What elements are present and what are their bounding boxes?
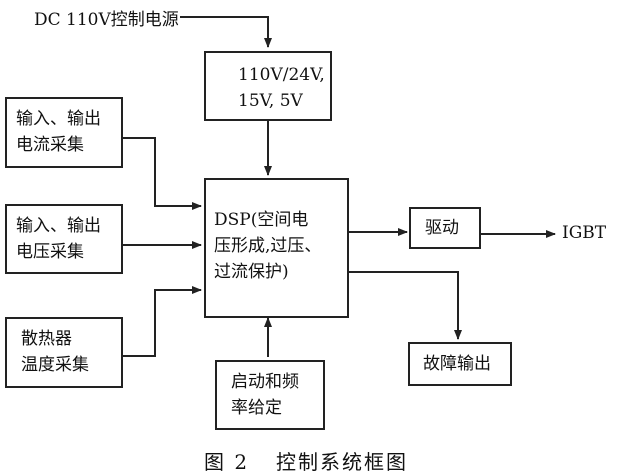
current-sampling-line-2: 电流采集 <box>16 135 84 155</box>
power-supply-line-2: 15V, 5V <box>238 91 303 111</box>
start-frequency-line-1: 启动和频 <box>231 372 299 392</box>
voltage-sampling-box: 输入、输出 电压采集 <box>5 204 123 274</box>
current-sampling-line-1: 输入、输出 <box>16 109 101 129</box>
dsp-to-fault-line <box>348 271 462 340</box>
heatsink-to-dsp-line <box>122 286 202 357</box>
voltage-sampling-line-1: 输入、输出 <box>16 216 101 236</box>
power-supply-line-1: 110V/24V, <box>238 65 325 85</box>
power-supply-box: 110V/24V, 15V, 5V <box>204 51 332 121</box>
fault-output-box: 故障输出 <box>408 342 512 386</box>
source-to-power-line <box>180 16 272 48</box>
heatsink-line-1: 散热器 <box>21 329 72 349</box>
dc-source-label: DC 110V控制电源 <box>34 10 179 30</box>
dsp-box: DSP(空间电 压形成,过压、 过流保护) <box>204 178 349 318</box>
figure-caption: 控制系统框图 <box>276 450 408 474</box>
dsp-line-1: DSP(空间电 <box>214 210 309 230</box>
start-frequency-box: 启动和频 率给定 <box>215 360 325 430</box>
drive-box: 驱动 <box>409 207 481 249</box>
dsp-line-2: 压形成,过压、 <box>214 236 322 256</box>
igbt-label: IGBT <box>562 223 607 243</box>
heatsink-line-2: 温度采集 <box>21 355 89 375</box>
drive-label: 驱动 <box>425 218 459 238</box>
figure-number: 图 2 <box>204 450 250 474</box>
dsp-line-3: 过流保护) <box>214 262 289 282</box>
current-sampling-box: 输入、输出 电流采集 <box>5 97 123 168</box>
current-to-dsp-line <box>122 137 202 210</box>
heatsink-temperature-box: 散热器 温度采集 <box>5 317 123 388</box>
fault-output-label: 故障输出 <box>423 354 491 374</box>
start-frequency-line-2: 率给定 <box>231 398 282 418</box>
voltage-sampling-line-2: 电压采集 <box>16 242 84 262</box>
